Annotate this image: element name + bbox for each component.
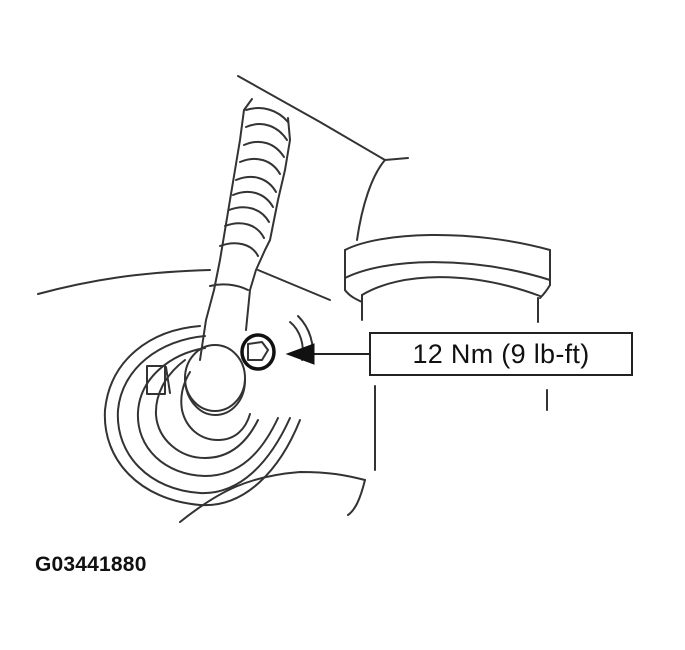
torque-spec-callout: 12 Nm (9 lb-ft) — [369, 332, 633, 376]
bolt — [240, 333, 276, 371]
socket-head — [184, 344, 246, 416]
hose-flange — [344, 233, 551, 323]
socket-extension — [199, 98, 291, 361]
locator-tab — [146, 365, 171, 395]
callout-leader — [285, 343, 370, 365]
figure-id: G03441880 — [35, 553, 147, 576]
torque-spec-label: 12 Nm (9 lb-ft) — [412, 338, 590, 369]
mounting-boss — [103, 315, 314, 507]
body-panel-outline — [37, 75, 548, 523]
